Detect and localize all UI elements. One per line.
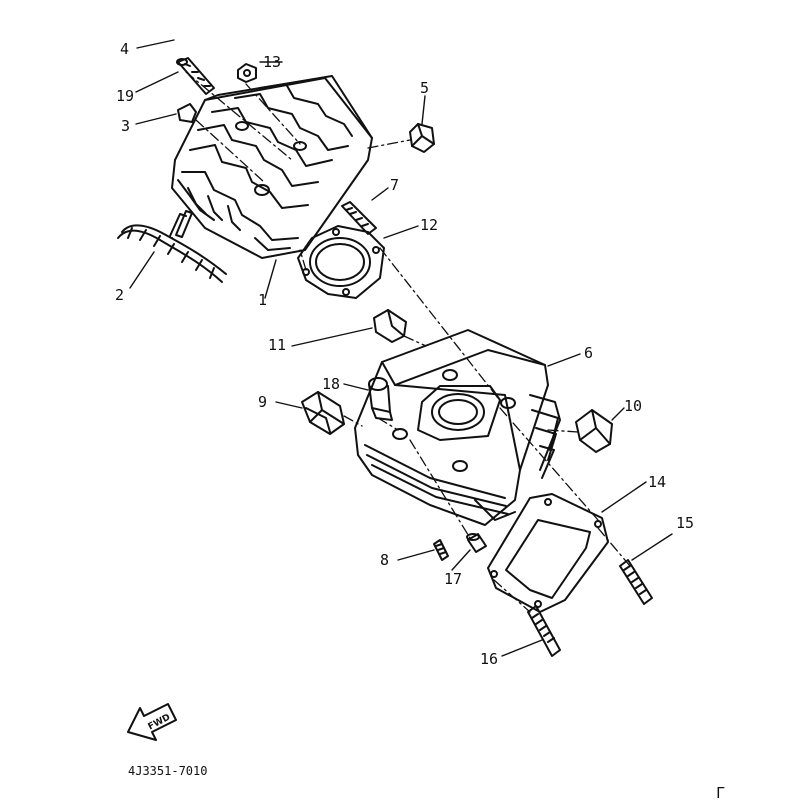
label-2: 2 xyxy=(115,286,124,304)
label-18: 18 xyxy=(322,375,340,393)
damper-9 xyxy=(301,391,345,435)
cylinder-body xyxy=(354,329,561,526)
label-14: 14 xyxy=(648,473,666,491)
label-3: 3 xyxy=(121,117,130,135)
label-4: 4 xyxy=(120,40,129,58)
label-17: 17 xyxy=(444,570,462,588)
head-gasket xyxy=(297,225,385,299)
label-15: 15 xyxy=(676,514,694,532)
stud-7 xyxy=(341,201,377,235)
nipple-11 xyxy=(373,309,407,343)
stud-8 xyxy=(433,539,449,561)
label-8: 8 xyxy=(380,551,389,569)
label-12: 12 xyxy=(420,216,438,234)
dowel-pin-4 xyxy=(169,210,193,239)
alignment-lines xyxy=(185,71,631,613)
label-5: 5 xyxy=(420,79,429,97)
label-9: 9 xyxy=(258,393,267,411)
hose-2 xyxy=(117,224,227,283)
spark-plug-19 xyxy=(176,57,215,95)
drawing-code: 4J3351-7010 xyxy=(128,764,207,778)
label-16: 16 xyxy=(480,650,498,668)
leader-lines xyxy=(129,39,673,657)
label-10: 10 xyxy=(624,397,642,415)
cylinder-head xyxy=(171,75,373,259)
damper-10 xyxy=(575,409,613,453)
label-1: 1 xyxy=(258,291,267,309)
forward-arrow-icon: FWD xyxy=(127,703,177,741)
dowel-17 xyxy=(466,533,487,553)
label-19: 19 xyxy=(116,87,134,105)
nut-13 xyxy=(237,63,257,83)
cap-nut-5 xyxy=(409,123,435,153)
corner-mark: Γ xyxy=(716,784,725,800)
label-11: 11 xyxy=(268,336,286,354)
base-gasket xyxy=(487,493,609,613)
stud-15 xyxy=(619,559,653,605)
label-6: 6 xyxy=(584,344,593,362)
nut-3 xyxy=(177,103,197,123)
stud-16 xyxy=(527,605,561,657)
label-7: 7 xyxy=(390,176,399,194)
plug-18 xyxy=(368,377,393,421)
label-13: 13 xyxy=(263,53,281,71)
